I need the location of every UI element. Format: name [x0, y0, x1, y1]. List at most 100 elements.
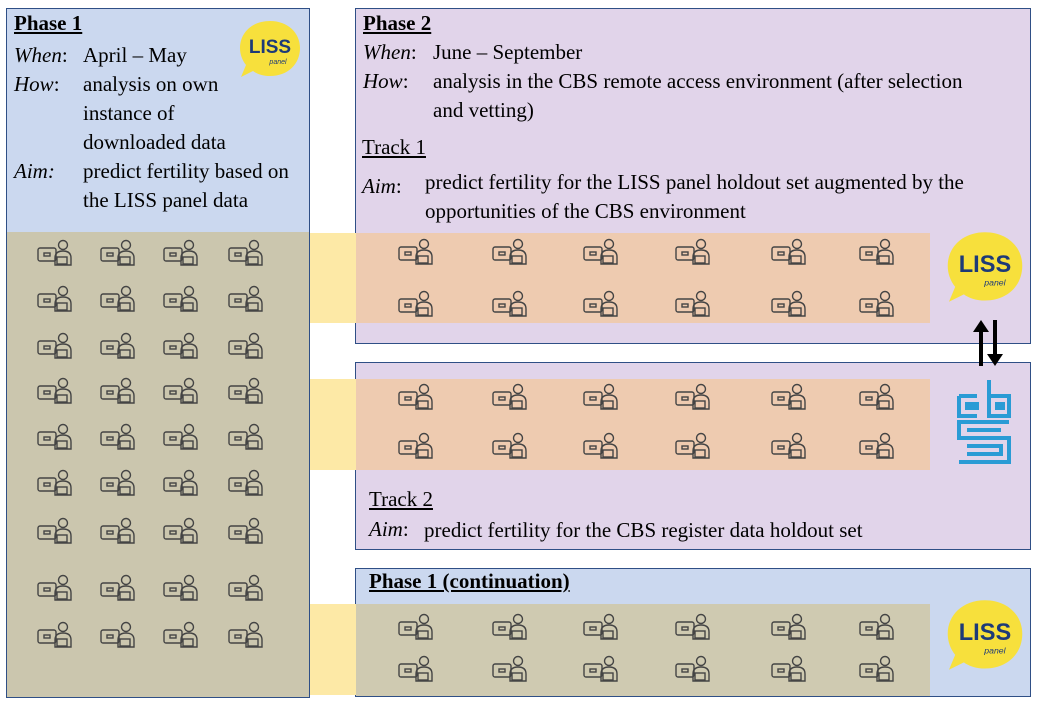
track2-title: Track 2 — [369, 487, 433, 511]
participant-workstation-icon — [770, 431, 808, 461]
cbs-logo — [953, 376, 1015, 471]
participant-workstation-icon — [99, 238, 137, 268]
phase2-when-label: When — [363, 40, 411, 64]
connector-band-continuation — [310, 604, 356, 695]
track1-aim-value: predict fertility for the LISS panel hol… — [425, 170, 964, 223]
participant-workstation-icon — [99, 468, 137, 498]
participant-workstation-icon — [36, 284, 74, 314]
participant-workstation-icon — [99, 422, 137, 452]
liss-panel-logo: LISS panel — [944, 228, 1026, 306]
participant-workstation-icon — [99, 573, 137, 603]
participant-workstation-icon — [770, 237, 808, 267]
participant-workstation-icon — [36, 468, 74, 498]
connector-band-track1 — [310, 233, 356, 323]
participant-workstation-icon — [162, 376, 200, 406]
liss-logo-text: LISS — [959, 252, 1011, 278]
participant-workstation-icon — [36, 620, 74, 650]
participant-workstation-icon — [674, 289, 712, 319]
phase1-how-value: analysis on own instance of downloaded d… — [83, 72, 226, 154]
participant-workstation-icon — [770, 382, 808, 412]
participant-workstation-icon — [227, 468, 265, 498]
participant-workstation-icon — [674, 654, 712, 684]
participant-workstation-icon — [858, 612, 896, 642]
participant-workstation-icon — [36, 573, 74, 603]
participant-workstation-icon — [36, 516, 74, 546]
participant-workstation-icon — [227, 284, 265, 314]
participant-workstation-icon — [491, 237, 529, 267]
liss-panel-logo: LISS panel — [944, 596, 1026, 674]
participant-workstation-icon — [674, 431, 712, 461]
phase1-how-row: How: — [14, 72, 60, 96]
participant-workstation-icon — [227, 376, 265, 406]
participant-workstation-icon — [674, 237, 712, 267]
participant-workstation-icon — [397, 289, 435, 319]
participant-workstation-icon — [674, 612, 712, 642]
track1-aim-label: Aim — [362, 174, 396, 198]
phase2-how-value: analysis in the CBS remote access enviro… — [433, 69, 963, 122]
liss-logo-text: LISS — [959, 620, 1011, 646]
participant-workstation-icon — [858, 431, 896, 461]
phase2-how-label: How — [363, 69, 403, 93]
phase1-how-label: How — [14, 72, 54, 96]
participant-workstation-icon — [491, 612, 529, 642]
participant-workstation-icon — [162, 284, 200, 314]
participant-workstation-icon — [36, 422, 74, 452]
participant-workstation-icon — [227, 516, 265, 546]
phase1-when-label: When — [14, 43, 62, 67]
phase2-when-value: June – September — [433, 40, 583, 64]
participant-workstation-icon — [491, 289, 529, 319]
participant-workstation-icon — [162, 422, 200, 452]
liss-logo-subtext: panel — [983, 646, 1006, 656]
track2-aim-value: predict fertility for the CBS register d… — [424, 518, 863, 542]
up-down-arrows-icon — [970, 318, 1006, 373]
participant-workstation-icon — [227, 422, 265, 452]
phase2-when-row: When: — [363, 40, 417, 64]
track2-aim-row: Aim: — [369, 517, 409, 541]
liss-panel-logo: LISS panel — [237, 18, 303, 80]
participant-workstation-icon — [36, 331, 74, 361]
participant-workstation-icon — [227, 573, 265, 603]
participant-workstation-icon — [99, 284, 137, 314]
participant-workstation-icon — [162, 573, 200, 603]
participant-workstation-icon — [858, 289, 896, 319]
participant-workstation-icon — [162, 468, 200, 498]
participant-workstation-icon — [36, 376, 74, 406]
participant-workstation-icon — [770, 612, 808, 642]
participant-workstation-icon — [491, 431, 529, 461]
participant-workstation-icon — [227, 620, 265, 650]
participant-workstation-icon — [397, 237, 435, 267]
participant-workstation-icon — [582, 654, 620, 684]
participant-workstation-icon — [397, 612, 435, 642]
participant-workstation-icon — [582, 237, 620, 267]
phase1-when-value: April – May — [83, 43, 187, 67]
participant-workstation-icon — [770, 654, 808, 684]
participant-workstation-icon — [674, 382, 712, 412]
continuation-participants-band — [356, 604, 930, 696]
participant-workstation-icon — [99, 516, 137, 546]
participant-workstation-icon — [491, 382, 529, 412]
participant-workstation-icon — [858, 237, 896, 267]
participant-workstation-icon — [227, 331, 265, 361]
participant-workstation-icon — [770, 289, 808, 319]
participant-workstation-icon — [99, 331, 137, 361]
participant-workstation-icon — [491, 654, 529, 684]
phase2-how-row: How: — [363, 69, 409, 93]
participant-workstation-icon — [582, 431, 620, 461]
participant-workstation-icon — [227, 238, 265, 268]
participant-workstation-icon — [858, 382, 896, 412]
liss-logo-subtext: panel — [268, 59, 287, 66]
phase1-when-row: When: — [14, 43, 68, 67]
participant-workstation-icon — [36, 238, 74, 268]
track1-participants-band — [356, 233, 930, 323]
participant-workstation-icon — [397, 382, 435, 412]
participant-workstation-icon — [99, 376, 137, 406]
participant-workstation-icon — [162, 620, 200, 650]
track1-title: Track 1 — [362, 135, 426, 159]
participant-workstation-icon — [582, 612, 620, 642]
track2-aim-label: Aim — [369, 517, 403, 541]
participant-workstation-icon — [397, 654, 435, 684]
liss-logo-subtext: panel — [983, 278, 1006, 288]
phase2-title: Phase 2 — [363, 11, 432, 35]
phase1-aim-value: predict fertility based on the LISS pane… — [83, 159, 289, 212]
connector-band-track2 — [310, 379, 356, 470]
